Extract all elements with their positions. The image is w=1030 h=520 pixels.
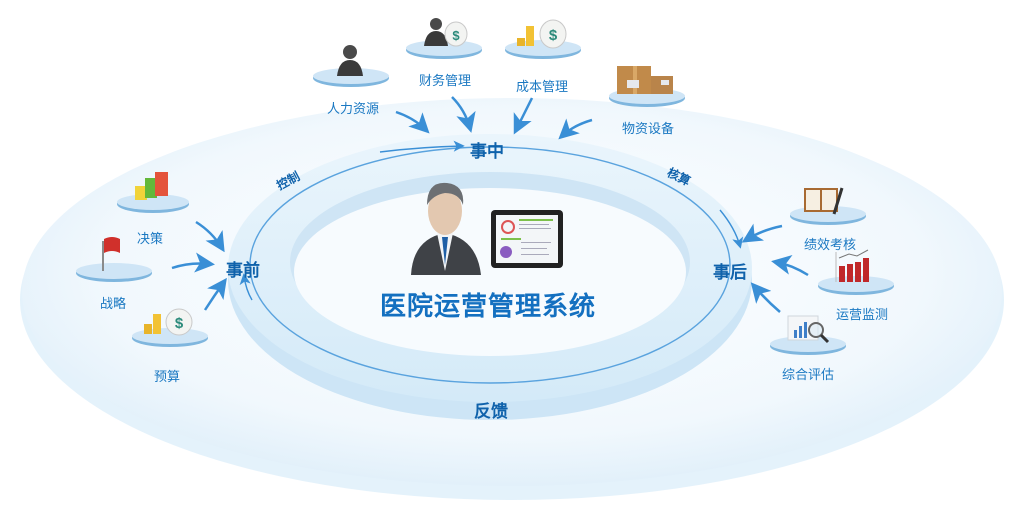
person-silhouette-icon [313,45,389,87]
chart-magnifier-icon [770,315,846,355]
red-bar-chart-icon [818,249,894,295]
person-moneybag-icon: $ [406,18,482,59]
node-evaluation [770,312,850,364]
label-cost: 成本管理 [515,80,569,95]
label-materials: 物资设备 [621,122,675,137]
bar-blocks-icon [117,172,189,213]
red-flag-icon [76,237,152,282]
stage-feedback: 反馈 [474,402,508,422]
stage-before: 事前 [226,261,260,281]
node-strategy [76,233,156,287]
node-finance: $ [406,14,486,68]
svg-text:$: $ [549,27,558,44]
cardboard-boxes-icon [609,66,685,107]
stage-during: 事中 [470,142,504,162]
label-evaluation: 综合评估 [781,368,835,383]
label-monitoring: 运营监测 [835,308,889,323]
svg-text:$: $ [452,28,460,43]
businessman-icon [405,175,485,279]
svg-text:$: $ [175,315,184,332]
node-budget: $ [132,300,212,354]
system-title: 医院运营管理系统 [379,292,597,322]
coins-moneybag-icon: $ [132,308,208,347]
node-hr [313,40,393,94]
label-budget: 预算 [153,370,181,385]
label-decision: 决策 [136,232,164,247]
node-cost: $ [503,12,583,66]
node-materials [607,60,687,114]
notebook-pen-icon [790,187,866,225]
tablet-dashboard-icon [491,210,563,272]
label-hr: 人力资源 [326,102,380,117]
label-performance: 绩效考核 [803,238,857,253]
node-monitoring [816,246,896,302]
label-strategy: 战略 [99,297,127,312]
label-finance: 财务管理 [418,74,472,89]
node-decision [115,168,195,222]
node-performance [790,180,870,234]
coins-moneybag-icon: $ [505,19,581,59]
stage-after: 事后 [713,263,747,283]
